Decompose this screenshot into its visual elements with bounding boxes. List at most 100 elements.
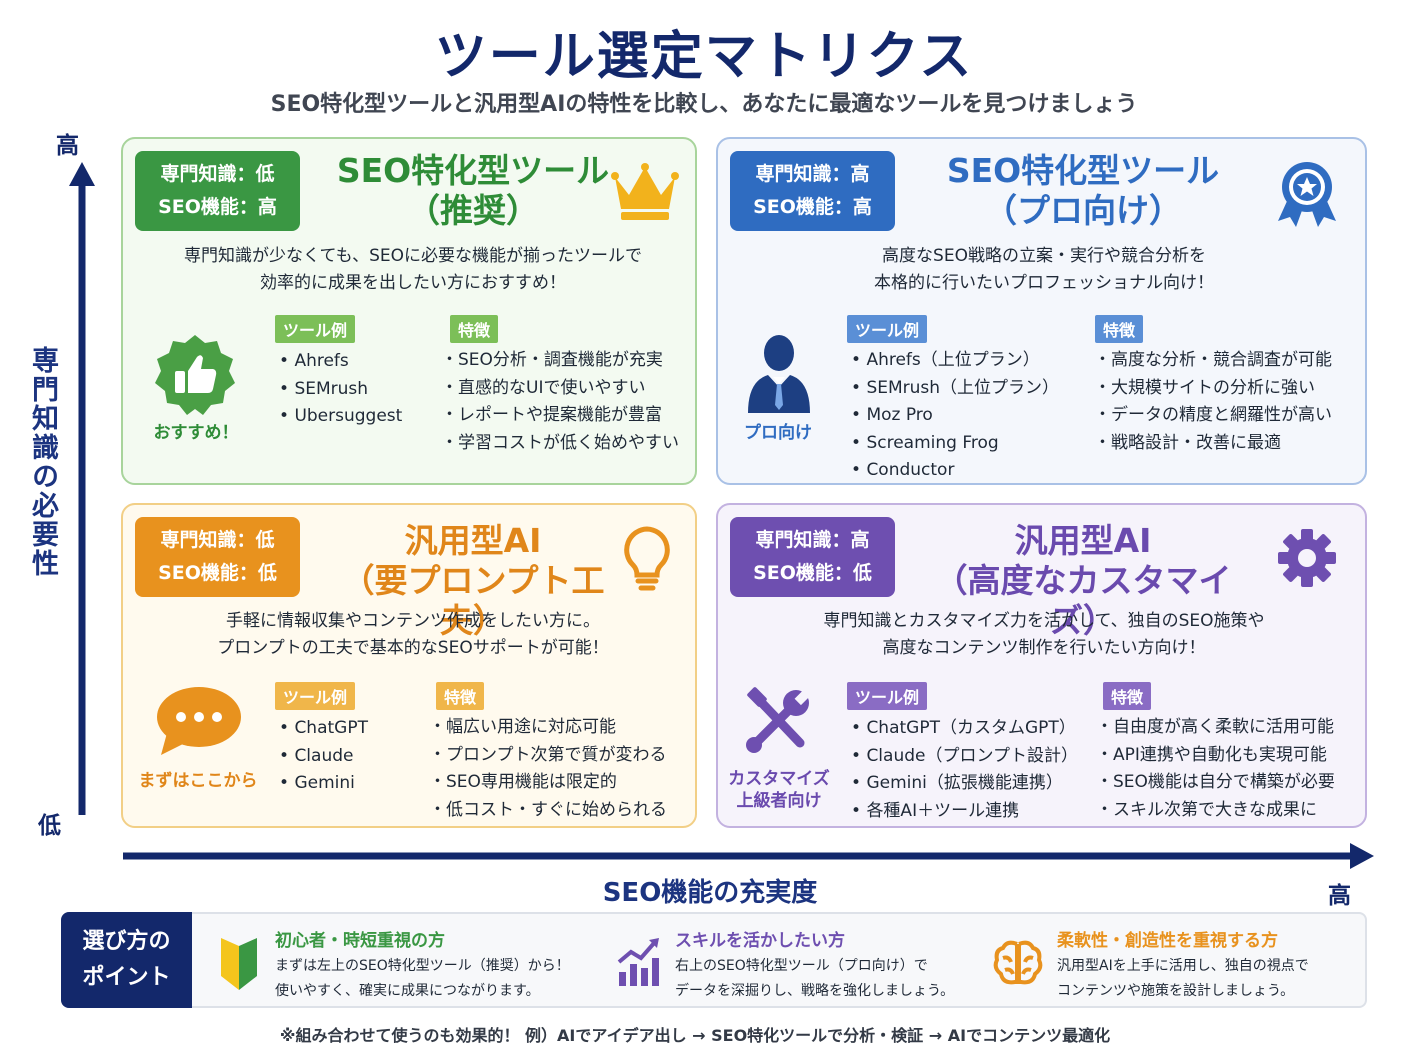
tips-heading-line: ポイント [82, 965, 171, 990]
x-axis-arrow [123, 843, 1374, 869]
list-item: SEO機能は自分で構築が必要 [1096, 769, 1335, 797]
lightbulb-icon [624, 526, 670, 591]
quadrant-title-sub: （要プロンプト工夫） [341, 561, 605, 640]
tools-tag: ツール例 [847, 682, 928, 710]
features-tag: 特徴 [450, 315, 499, 343]
description-line: 専門知識が少なくても、SEOに必要な機能が揃ったツールで [183, 246, 643, 266]
badge-seo-function: SEO機能：高 [158, 196, 277, 218]
list-item: レポートや提案機能が豊富 [441, 402, 679, 430]
tools-tag: ツール例 [275, 682, 356, 710]
tip-body-line: まずは左上のSEO特化型ツール（推奨）から！ [275, 958, 570, 974]
list-item: データの精度と網羅性が高い [1094, 402, 1332, 430]
quadrant-title-main: SEO特化型ツール [336, 151, 610, 190]
list-item: Ahrefs [279, 348, 402, 376]
tips-heading-line: 選び方の [82, 929, 171, 954]
persona-label: カスタマイズ 上級者向け [720, 768, 838, 812]
description-line: 効率的に成果を出したい方におすすめ！ [260, 273, 566, 293]
gear-icon [1278, 529, 1336, 587]
badge-seo-function: SEO機能：低 [158, 562, 277, 584]
list-item: Claude [279, 743, 368, 771]
quadrant-badge: 専門知識：高 SEO機能：高 [730, 151, 895, 231]
description-line: プロンプトの工夫で基本的なSEOサポートが可能！ [217, 638, 609, 658]
quadrant-title-sub: （プロ向け） [984, 191, 1182, 230]
tip-title: スキルを活かしたい方 [675, 931, 845, 951]
y-axis-arrow [69, 162, 95, 815]
features-tag: 特徴 [1103, 682, 1152, 710]
tools-list: ChatGPT Claude Gemini [279, 715, 368, 798]
list-item: ChatGPT（カスタムGPT） [851, 715, 1078, 743]
quadrant-title-sub: （推奨） [407, 191, 539, 230]
tips-heading: 選び方の ポイント [61, 912, 192, 1008]
y-axis-label: 専門知識の必要性 [27, 346, 58, 578]
tools-tag: ツール例 [847, 315, 928, 343]
badge-seo-function: SEO機能：低 [753, 562, 872, 584]
x-axis-high-label: 高 [1328, 883, 1351, 909]
tools-icon [746, 687, 811, 753]
description-line: 専門知識とカスタマイズ力を活かして、独自のSEO施策や [823, 611, 1265, 631]
list-item: 直感的なUIで使いやすい [441, 375, 679, 403]
tip-title: 初心者・時短重視の方 [275, 931, 445, 951]
features-tag: 特徴 [1095, 315, 1144, 343]
badge-expertise: 専門知識：低 [160, 529, 275, 551]
chat-bubble-icon [157, 687, 241, 755]
list-item: 低コスト・すぐに始められる [429, 797, 667, 825]
features-list: 自由度が高く柔軟に活用可能 API連携や自動化も実現可能 SEO機能は自分で構築… [1096, 714, 1335, 824]
quadrant-description: 手軽に情報収集やコンテンツ作成をしたい方に。 プロンプトの工夫で基本的なSEOサ… [143, 608, 683, 662]
quadrant-seo-pro: 専門知識：高 SEO機能：高 SEO特化型ツール （プロ向け） 高度なSEO戦略… [716, 137, 1367, 485]
page-subtitle: SEO特化型ツールと汎用型AIの特性を比較し、あなたに最適なツールを見つけましょ… [270, 92, 1138, 117]
quadrant-title-main: SEO特化型ツール [946, 151, 1220, 190]
quadrant-title: 汎用型AI （要プロンプト工夫） [323, 521, 623, 641]
tip-body-line: コンテンツや施策を設計しましょう。 [1057, 983, 1295, 999]
list-item: Gemini [279, 770, 368, 798]
list-item: Conductor [851, 457, 1059, 485]
persona-label: まずはここから [138, 771, 258, 791]
description-line: 高度なSEO戦略の立案・実行や競合分析を [882, 246, 1206, 266]
list-item: 大規模サイトの分析に強い [1094, 375, 1332, 403]
tip-body: 汎用型AIを上手に活用し、独自の視点で コンテンツや施策を設計しましょう。 [1057, 954, 1309, 1004]
persona-label-line: カスタマイズ [728, 769, 830, 789]
tools-tag: ツール例 [275, 315, 356, 343]
tip-body: 右上のSEO特化型ツール（プロ向け）で データを深掘りし、戦略を強化しましょう。 [675, 954, 954, 1004]
description-line: 高度なコンテンツ制作を行いたい方向け！ [882, 638, 1206, 658]
quadrant-description: 専門知識とカスタマイズ力を活かして、独自のSEO施策や 高度なコンテンツ制作を行… [738, 608, 1350, 662]
list-item: API連携や自動化も実現可能 [1096, 742, 1335, 770]
list-item: SEO専用機能は限定的 [429, 769, 667, 797]
list-item: 戦略設計・改善に最適 [1094, 430, 1332, 458]
persona-label-line: 上級者向け [736, 791, 822, 811]
y-axis-high-label: 高 [56, 133, 79, 159]
tools-list: Ahrefs（上位プラン） SEMrush（上位プラン） Moz Pro Scr… [851, 347, 1059, 485]
features-list: 高度な分析・競合調査が可能 大規模サイトの分析に強い データの精度と網羅性が高い… [1094, 347, 1332, 457]
x-axis-label: SEO機能の充実度 [602, 878, 818, 908]
y-axis-low-label: 低 [38, 813, 61, 839]
list-item: 幅広い用途に対応可能 [429, 714, 667, 742]
list-item: Gemini（拡張機能連携） [851, 770, 1078, 798]
badge-expertise: 専門知識：高 [755, 163, 870, 185]
tools-list: ChatGPT（カスタムGPT） Claude（プロンプト設計） Gemini（… [851, 715, 1078, 825]
tip-body-line: 使いやすく、確実に成果につながります。 [275, 983, 540, 999]
persona-label: おすすめ！ [153, 423, 239, 443]
list-item: 各種AI＋ツール連携 [851, 798, 1078, 826]
tip-title: 柔軟性・創造性を重視する方 [1057, 931, 1278, 951]
badge-expertise: 専門知識：低 [160, 163, 275, 185]
tip-body-line: 汎用型AIを上手に活用し、独自の視点で [1057, 958, 1309, 974]
list-item: ChatGPT [279, 715, 368, 743]
list-item: SEO分析・調査機能が充実 [441, 347, 679, 375]
list-item: Claude（プロンプト設計） [851, 743, 1078, 771]
thumbs-up-icon [155, 335, 235, 415]
quadrant-general-ai-custom: 専門知識：高 SEO機能：低 汎用型AI （高度なカスタマイズ） 専門知識とカス… [716, 503, 1367, 828]
description-line: 手軽に情報収集やコンテンツ作成をしたい方に。 [226, 611, 600, 631]
crown-icon [611, 163, 679, 220]
quadrant-description: 高度なSEO戦略の立案・実行や競合分析を 本格的に行いたいプロフェッショナル向け… [738, 243, 1350, 297]
persona-label: プロ向け [744, 423, 812, 443]
list-item: SEMrush [279, 376, 402, 404]
businessman-icon [748, 335, 810, 413]
quadrant-general-ai-prompt: 専門知識：低 SEO機能：低 汎用型AI （要プロンプト工夫） 手軽に情報収集や… [121, 503, 697, 828]
growth-chart-icon [617, 938, 659, 986]
quadrant-title-sub: （高度なカスタマイズ） [934, 561, 1232, 640]
tip-body: まずは左上のSEO特化型ツール（推奨）から！ 使いやすく、確実に成果につながりま… [275, 954, 570, 1004]
quadrant-title-main: 汎用型AI [1014, 521, 1152, 560]
tip-body-line: データを深掘りし、戦略を強化しましょう。 [675, 983, 955, 999]
features-tag: 特徴 [436, 682, 485, 710]
list-item: 高度な分析・競合調査が可能 [1094, 347, 1332, 375]
list-item: Ubersuggest [279, 403, 402, 431]
